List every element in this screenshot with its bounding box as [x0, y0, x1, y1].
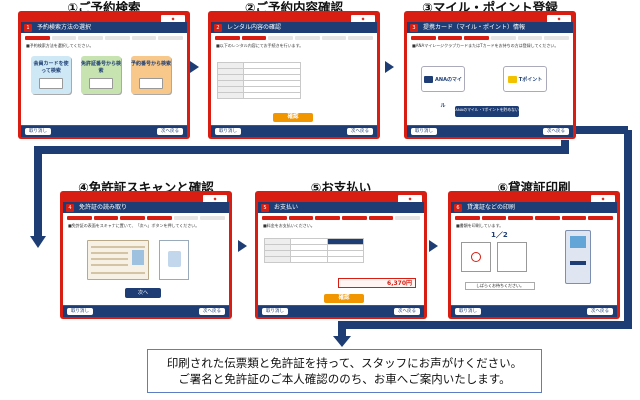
- back-button[interactable]: 次へ戻る: [394, 308, 420, 315]
- screen-number: 2: [214, 24, 222, 32]
- kiosk-footer: 取り消し 次へ戻る: [258, 306, 424, 317]
- cancel-button[interactable]: 取り消し: [455, 308, 481, 315]
- printed-document-icon: [461, 242, 491, 272]
- connector-6-to-message-head: [333, 336, 351, 347]
- license-photo-icon: [132, 250, 144, 265]
- screen-number: 4: [66, 204, 74, 212]
- back-button[interactable]: 次へ戻る: [157, 128, 183, 135]
- fee-breakdown-table: [264, 238, 364, 263]
- screen-header: 提携カード（マイル・ポイント）情報: [423, 24, 525, 31]
- reservation-number-option[interactable]: 予約番号から検索: [131, 56, 171, 94]
- kiosk-footer: 取り消し 次へ戻る: [21, 126, 187, 137]
- screen-instruction: ■料金をお支払いください。: [263, 223, 419, 229]
- total-amount: 6,370円: [387, 280, 412, 287]
- back-button[interactable]: 次へ戻る: [199, 308, 225, 315]
- back-button[interactable]: 次へ戻る: [347, 128, 373, 135]
- ana-logo-icon: [424, 76, 433, 83]
- progress-steps: [25, 36, 183, 40]
- progress-steps: [67, 216, 225, 220]
- progress-steps: [215, 36, 373, 40]
- person-silhouette-icon: [168, 251, 181, 267]
- arrow-5-to-6: [429, 240, 438, 252]
- final-instruction-box: 印刷された伝票類と免許証を持って、スタッフにお声がけください。 ご署名と免許証の…: [147, 349, 542, 393]
- kiosk-footer: 取り消し 次へ戻る: [407, 126, 573, 137]
- screen-header: 免許証の読み取り: [79, 204, 127, 211]
- progress-steps: [411, 36, 569, 40]
- reservation-icon: [139, 78, 163, 89]
- final-instruction-line-1: 印刷された伝票類と免許証を持って、スタッフにお声がけください。: [148, 355, 541, 371]
- screen-header: お支払い: [274, 204, 298, 211]
- rental-details-table: [217, 62, 301, 99]
- page-count: 1／2: [491, 230, 508, 240]
- kiosk-display: 2 レンタル内容の確認 ■以下のレンタル内容にてお手続きを行います。 確認: [211, 22, 377, 125]
- screen-header-bar: 5 お支払い: [258, 202, 424, 213]
- arrow-2-to-3: [385, 61, 394, 73]
- member-card-option[interactable]: 会員カードを使って検索: [31, 56, 71, 94]
- back-button[interactable]: 次へ戻る: [543, 128, 569, 135]
- confirm-button[interactable]: 確認: [273, 113, 313, 122]
- kiosk-display: 6 貸渡証などの印刷 ■書類を印刷しています。 1／2 しばらくお待ちください。: [451, 202, 617, 305]
- kiosk-display: 1 予約検索方法の選択 ■予約検索方法を選択してください。 会員カードを使って検索…: [21, 22, 187, 125]
- t-point-option[interactable]: Tポイント: [503, 66, 547, 92]
- scanned-license-preview: [159, 240, 189, 280]
- arrow-4-to-5: [238, 240, 247, 252]
- screen-header: 貸渡証などの印刷: [467, 204, 515, 211]
- t-point-icon: [508, 76, 517, 83]
- screen-number: 3: [410, 24, 418, 32]
- cancel-button[interactable]: 取り消し: [25, 128, 51, 135]
- screen-header: レンタル内容の確認: [227, 24, 281, 31]
- total-amount-box: 6,370円: [338, 278, 416, 288]
- screen-header-bar: 2 レンタル内容の確認: [211, 22, 377, 33]
- screen-instruction: ■予約検索方法を選択してください。: [26, 43, 182, 49]
- screen-number: 1: [24, 24, 32, 32]
- screen-header-bar: 1 予約検索方法の選択: [21, 22, 187, 33]
- license-number-option[interactable]: 免許証番号から検索: [81, 56, 121, 94]
- connector-3-to-4-head: [30, 236, 46, 248]
- arrow-1-to-2: [190, 61, 199, 73]
- kiosk-display: 5 お支払い ■料金をお支払いください。 6,370円 確認: [258, 202, 424, 305]
- driver-license-image: [87, 240, 149, 280]
- screen-instruction: ■ANAマイレージクラブカードまたはTカードをお持ちの方は登録してください。: [412, 43, 568, 49]
- card-icon: [39, 78, 63, 89]
- screen-instruction: ■書類を印刷しています。: [456, 223, 612, 229]
- confirm-button[interactable]: 確認: [324, 294, 364, 303]
- screen-header-bar: 6 貸渡証などの印刷: [451, 202, 617, 213]
- kiosk-footer: 取り消し 次へ戻る: [211, 126, 377, 137]
- kiosk-display: 3 提携カード（マイル・ポイント）情報 ■ANAマイレージクラブカードまたはTカー…: [407, 22, 573, 125]
- kiosk-display: 4 免許証の読み取り ■免許証の表面をスキャナに置いて、「次へ」ボタンを押してくだ…: [63, 202, 229, 305]
- license-icon: [89, 78, 113, 89]
- progress-steps: [455, 216, 613, 220]
- screen-header: 予約検索方法の選択: [37, 24, 91, 31]
- ana-mile-option[interactable]: ANAのマイル: [421, 66, 465, 92]
- progress-steps: [262, 216, 420, 220]
- screen-instruction: ■免許証の表面をスキャナに置いて、「次へ」ボタンを押してください。: [68, 223, 224, 229]
- screen-number: 6: [454, 204, 462, 212]
- screen-header-bar: 4 免許証の読み取り: [63, 202, 229, 213]
- back-button[interactable]: 次へ戻る: [587, 308, 613, 315]
- cancel-button[interactable]: 取り消し: [67, 308, 93, 315]
- screen-header-bar: 3 提携カード（マイル・ポイント）情報: [407, 22, 573, 33]
- skip-points-button[interactable]: ANAのマイル・Tポイントを貯めない: [455, 106, 519, 117]
- next-button[interactable]: 次へ: [125, 288, 161, 298]
- screen-instruction: ■以下のレンタル内容にてお手続きを行います。: [216, 43, 372, 49]
- final-instruction-line-2: ご署名と免許証のご本人確認ののち、お車へご案内いたします。: [148, 371, 541, 387]
- kiosk-footer: 取り消し 次へ戻る: [451, 306, 617, 317]
- kiosk-footer: 取り消し 次へ戻る: [63, 306, 229, 317]
- cancel-button[interactable]: 取り消し: [215, 128, 241, 135]
- kiosk-machine-icon: [565, 230, 591, 284]
- screen-number: 5: [261, 204, 269, 212]
- print-status-note: しばらくお待ちください。: [465, 282, 535, 290]
- cancel-button[interactable]: 取り消し: [262, 308, 288, 315]
- printed-sheet-icon: [497, 242, 527, 272]
- cancel-button[interactable]: 取り消し: [411, 128, 437, 135]
